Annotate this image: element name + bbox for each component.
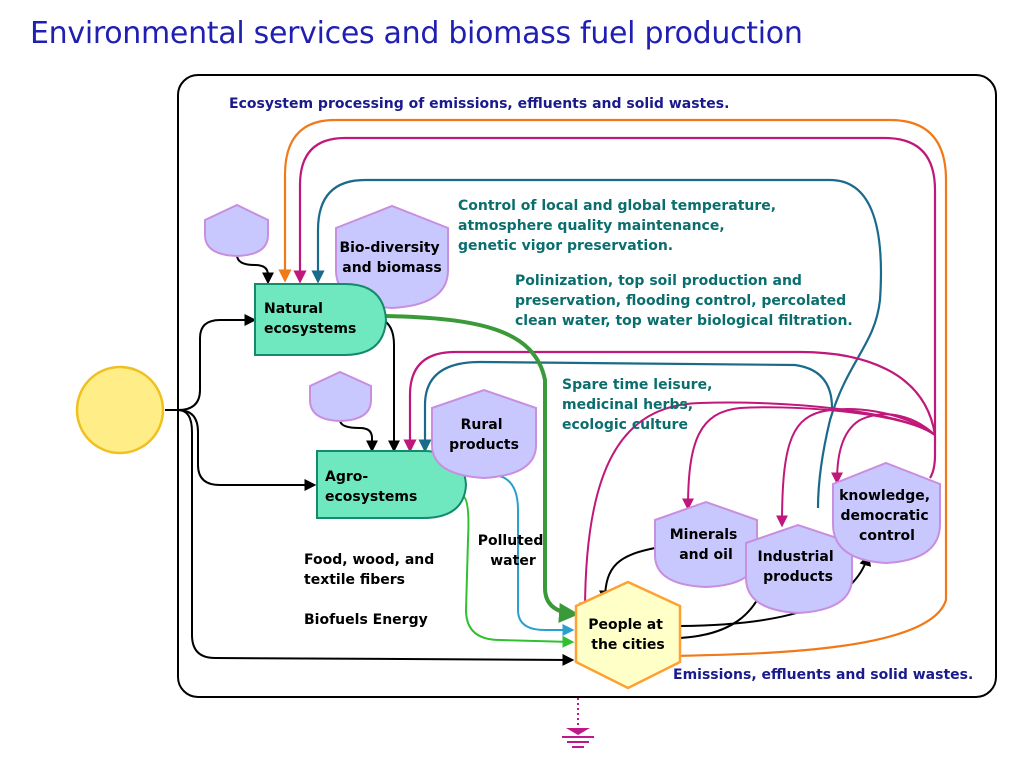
agro-to-people	[462, 495, 575, 648]
resource-to-natural	[236, 254, 274, 285]
magenta-loop-natural	[293, 136, 937, 479]
emissions-label: Emissions, effluents and solid wastes.	[673, 667, 973, 683]
control-label: Control of local and global temperature,…	[458, 198, 781, 254]
minerals-to-people	[599, 547, 656, 603]
biodiversity-label: Bio-diversity and biomass	[339, 240, 444, 276]
rural-to-people	[494, 474, 575, 636]
people-label: People at the cities	[588, 617, 668, 653]
orange-emissions-loop	[278, 118, 948, 658]
polluted-water-label: Polluted water	[478, 533, 549, 569]
natural-to-people	[384, 314, 579, 623]
resource-input-top	[204, 203, 269, 258]
system-boundary	[177, 74, 997, 698]
sun-to-natural	[165, 314, 257, 411]
knowledge-label: knowledge, democratic control	[839, 488, 935, 544]
agro-ecosystems-label: Agro- ecosystems	[325, 469, 417, 505]
industrial-label: Industrial products	[757, 549, 838, 585]
blue-loop-agro	[418, 360, 834, 453]
natural-ecosystems-label: Natural ecosystems	[264, 301, 356, 337]
rural-products-label: Rural products	[449, 417, 519, 453]
spare-time-label: Spare time leisure, medicinal herbs, eco…	[562, 377, 717, 433]
sun-to-agro	[177, 409, 317, 491]
knowledge-shape	[832, 461, 941, 565]
magenta-to-knowledge	[831, 413, 936, 485]
magenta-loop-agro	[403, 350, 937, 453]
ground-symbol	[566, 728, 590, 735]
biofuels-label: Biofuels Energy	[304, 612, 428, 628]
slide-title: Environmental services and biomass fuel …	[30, 16, 803, 51]
minerals-label: Minerals and oil	[670, 527, 743, 563]
magenta-to-industrial	[776, 408, 936, 528]
natural-ecosystems-tank	[254, 283, 388, 356]
minerals-shape	[654, 500, 758, 589]
ecosystem-processing-label: Ecosystem processing of emissions, efflu…	[229, 96, 729, 112]
blue-control-loop	[311, 178, 882, 509]
magenta-to-minerals	[682, 406, 936, 511]
rural-products-shape	[431, 388, 537, 480]
industrial-shape	[745, 523, 853, 615]
food-label: Food, wood, and textile fibers	[304, 552, 439, 588]
polinization-label: Polinization, top soil production and pr…	[515, 273, 853, 329]
sun-to-people	[177, 409, 575, 666]
resource-to-agro	[339, 419, 378, 453]
resource-input-mid	[309, 370, 372, 423]
people-hexagon	[574, 580, 682, 690]
sun-source	[75, 365, 165, 455]
